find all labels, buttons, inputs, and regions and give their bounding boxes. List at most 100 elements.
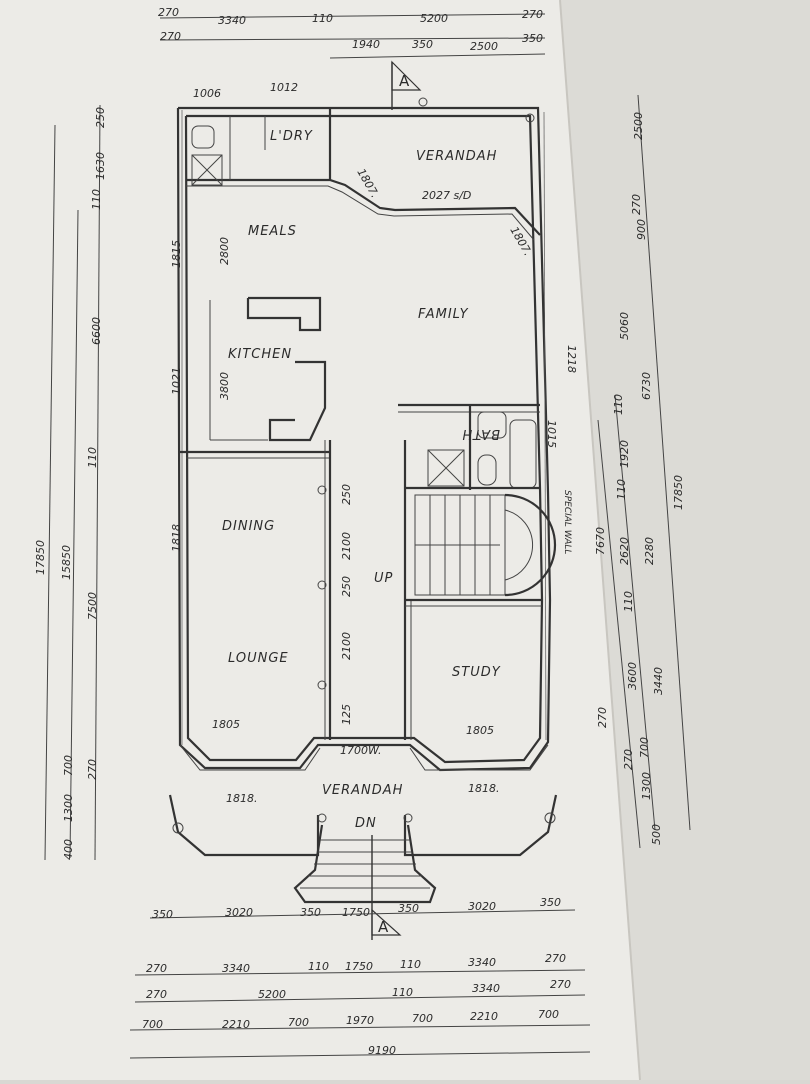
right-dim: 270 — [622, 749, 635, 770]
right-dim: 110 — [615, 479, 628, 500]
left-dim: 110 — [90, 189, 103, 210]
inner-dim: 1021 — [170, 367, 183, 395]
top-dim: 270 — [522, 8, 543, 21]
section-label-top: A — [399, 72, 410, 90]
bay-dim-right: 1818. — [468, 782, 500, 795]
left-dim: 110 — [86, 447, 99, 468]
left-dim: 1630 — [94, 152, 107, 180]
room-family: FAMILY — [418, 307, 469, 322]
room-dining: DINING — [222, 519, 275, 534]
bottom-dim: 270 — [146, 988, 167, 1001]
top-dim: 350 — [522, 32, 543, 45]
sliding-door-label: 2027 s/D — [422, 189, 471, 202]
bottom-dim: 2210 — [222, 1018, 250, 1031]
bottom-dim: 350 — [152, 908, 173, 921]
building-walls — [176, 97, 557, 772]
bottom-dim: 3340 — [472, 982, 500, 995]
stair-dim: 125 — [340, 704, 353, 725]
room-steps-down: DN — [355, 816, 377, 831]
left-dim: 6600 — [90, 317, 103, 345]
right-dim: 270 — [596, 707, 609, 728]
bottom-dim: 3020 — [468, 900, 496, 913]
room-verandah-bottom: VERANDAH — [322, 783, 403, 798]
right-dim: 270 — [630, 194, 643, 215]
bay-right-label: 1805 — [466, 724, 494, 737]
right-dim: 2280 — [643, 537, 656, 565]
top-dim: 270 — [160, 30, 181, 43]
bottom-dim: 350 — [398, 902, 419, 915]
top-dim: 110 — [312, 12, 333, 25]
top-dim: 350 — [412, 38, 433, 51]
right-dim: 700 — [638, 737, 651, 758]
section-marker-top: A — [391, 60, 422, 110]
bay-left-label: 1805 — [212, 718, 240, 731]
staircase — [414, 493, 557, 597]
bay-door-label: 1700W. — [340, 744, 381, 757]
bottom-dim: 3340 — [222, 962, 250, 975]
right-dim: 110 — [622, 591, 635, 612]
bay-dim-left: 1818. — [226, 792, 258, 805]
special-wall-label: SPECIAL WALL — [562, 490, 572, 554]
room-bath: BATH — [461, 426, 500, 441]
bottom-dim: 1970 — [346, 1014, 374, 1027]
right-dim: 2620 — [618, 537, 631, 565]
left-dim: 250 — [94, 107, 107, 128]
bottom-dim: 350 — [300, 906, 321, 919]
bottom-dim: 270 — [545, 952, 566, 965]
right-dim: 900 — [635, 219, 648, 240]
left-dimensions: 17850 15850 250 1630 110 6600 110 7500 7… — [34, 104, 107, 861]
bottom-dim-total: 9190 — [368, 1044, 396, 1057]
right-dim: 6730 — [640, 372, 653, 400]
bottom-dim: 270 — [146, 962, 167, 975]
bottom-dim: 270 — [550, 978, 571, 991]
bottom-dim: 700 — [412, 1012, 433, 1025]
bottom-dim: 110 — [308, 960, 329, 973]
right-dim-outer: 17850 — [672, 475, 685, 510]
left-dim: 270 — [86, 759, 99, 780]
left-dim: 7500 — [86, 592, 99, 620]
stair-dim: 250 — [340, 484, 353, 505]
section-marker-bottom: A — [371, 835, 402, 940]
inner-dim: 2800 — [218, 237, 231, 265]
inner-dim: 1006 — [193, 87, 221, 100]
room-stairs-up: UP — [374, 571, 393, 586]
bottom-dim: 110 — [400, 958, 421, 971]
left-dim: 700 — [62, 755, 75, 776]
bottom-dim: 3340 — [468, 956, 496, 969]
front-verandah — [168, 794, 558, 904]
bottom-dim: 700 — [538, 1008, 559, 1021]
room-study: STUDY — [452, 665, 501, 680]
inner-dim: 1015 — [545, 420, 558, 448]
bottom-dim: 1750 — [342, 906, 370, 919]
left-dim: 1300 — [62, 794, 75, 822]
right-dim: 2500 — [632, 112, 645, 140]
top-dim: 270 — [158, 6, 179, 19]
inner-dim: 1012 — [270, 81, 298, 94]
stair-dim: 250 — [340, 576, 353, 597]
stair-dim: 2100 — [340, 632, 353, 660]
left-dim-mid: 15850 — [60, 545, 73, 580]
stair-dim: 2100 — [340, 532, 353, 560]
bottom-dim: 350 — [540, 896, 561, 909]
room-lounge: LOUNGE — [228, 651, 289, 666]
top-dim: 1940 — [352, 38, 380, 51]
right-dim: 3440 — [652, 667, 665, 695]
room-meals: MEALS — [248, 224, 297, 239]
top-dimensions: 270 3340 110 5200 270 270 1940 350 2500 … — [158, 6, 546, 59]
left-dim: 400 — [62, 839, 75, 860]
right-dim: 110 — [612, 394, 625, 415]
room-labels: VERANDAH L'DRY MEALS FAMILY KITCHEN BATH… — [222, 129, 501, 831]
top-dim: 5200 — [420, 12, 448, 25]
right-dim: 5060 — [618, 312, 631, 340]
right-dim: 1300 — [640, 772, 653, 800]
left-dim-outer: 17850 — [34, 540, 47, 575]
bottom-dim: 5200 — [258, 988, 286, 1001]
bottom-dim: 2210 — [470, 1010, 498, 1023]
top-dim: 3340 — [218, 14, 246, 27]
bottom-dim: 3020 — [225, 906, 253, 919]
page-fold-line — [559, 0, 641, 1081]
bottom-dim: 700 — [142, 1018, 163, 1031]
paper-page — [0, 0, 640, 1080]
